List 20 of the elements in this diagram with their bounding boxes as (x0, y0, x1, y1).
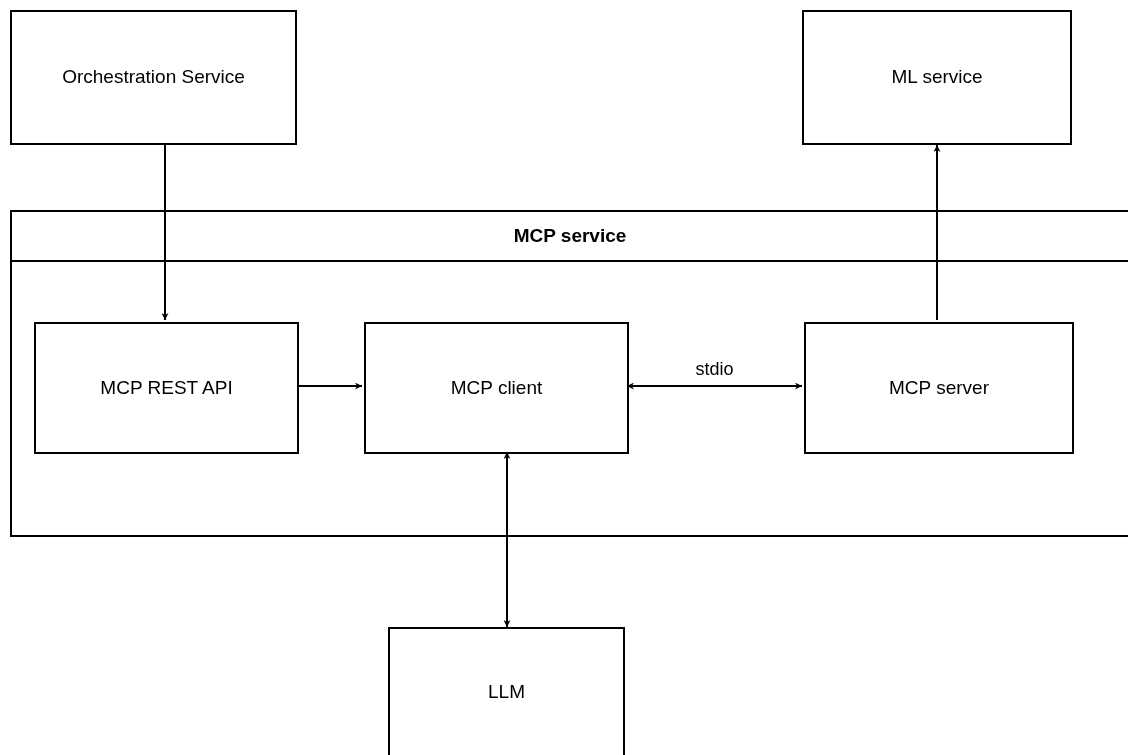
edge-label: stdio (693, 360, 736, 378)
service-container (10, 210, 1128, 537)
process-box (34, 322, 299, 454)
process-box (364, 322, 629, 454)
arrow (503, 451, 511, 628)
box-label: LLM (488, 679, 525, 704)
process-box (804, 322, 1074, 454)
process-box (10, 10, 297, 145)
box-label: MCP client (450, 375, 543, 400)
box-label: MCP REST API (100, 375, 233, 400)
arrow (296, 382, 363, 390)
arrow (626, 382, 803, 390)
process-box (802, 10, 1072, 145)
box-label: MCP server (889, 375, 989, 400)
box-label: ML service (891, 65, 983, 90)
container-title: MCP service (513, 223, 627, 248)
process-box (388, 627, 625, 755)
arrow (161, 144, 169, 321)
box-label: Orchestration Service (62, 65, 245, 90)
arrow (933, 144, 941, 321)
